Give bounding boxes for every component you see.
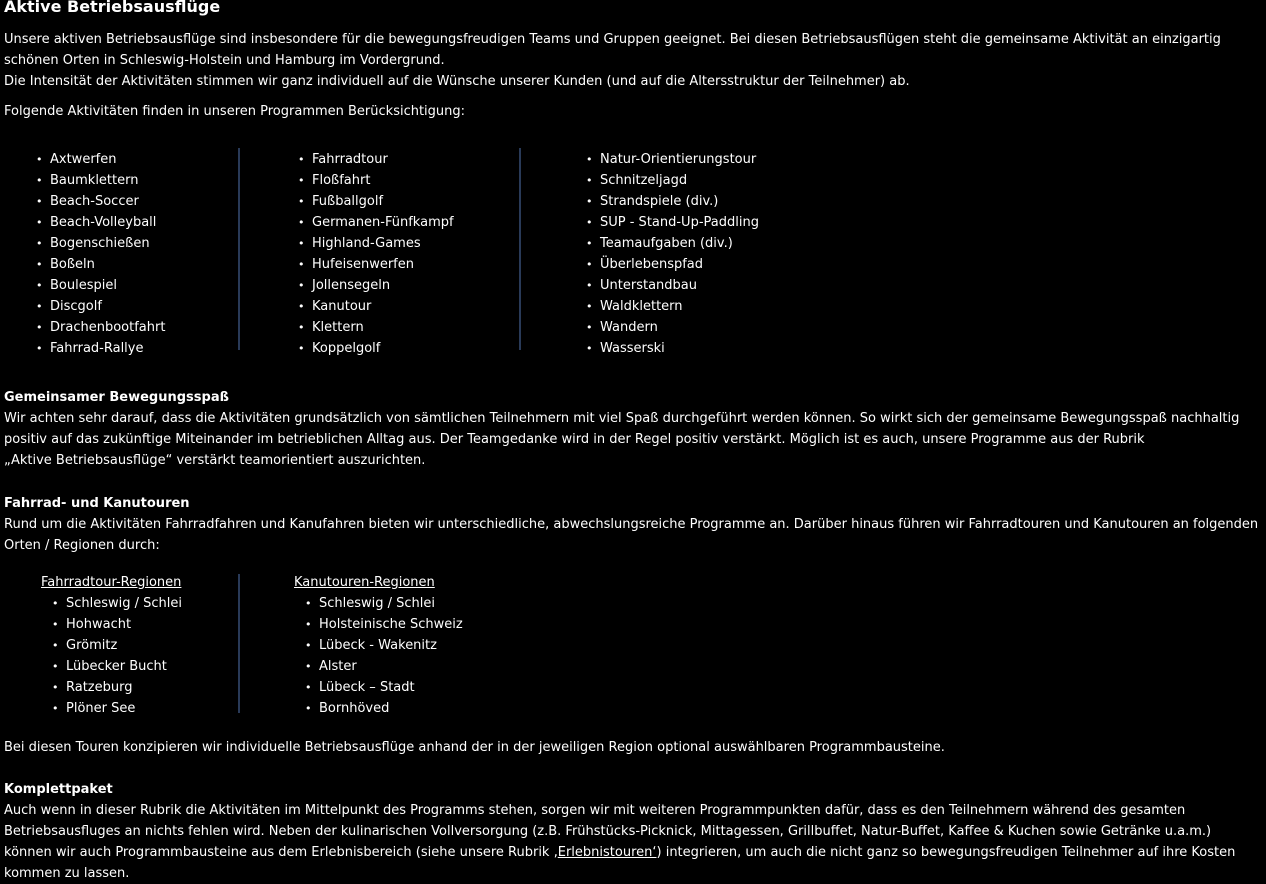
activity-item: Fußballgolf [298,191,519,212]
column-divider [238,148,240,350]
activity-item: Teamaufgaben (div.) [586,233,1266,254]
activities-column-1: Axtwerfen Baumklettern Beach-Soccer Beac… [4,149,238,359]
body-line: kommen zu lassen. [4,866,130,881]
region-item: Lübecker Bucht [52,656,238,677]
body-line: Auch wenn in dieser Rubrik die Aktivität… [4,803,1186,818]
section-komplettpaket: Komplettpaket Auch wenn in dieser Rubrik… [4,779,1266,884]
region-item: Schleswig / Schlei [52,593,238,614]
body-text: ) integrieren, um auch die nicht ganz so… [656,845,1236,860]
activity-item: Boßeln [36,254,238,275]
body-line: positiv auf das zukünftige Miteinander i… [4,432,1145,447]
region-item: Holsteinische Schweiz [305,614,1266,635]
section-heading: Fahrrad- und Kanutouren [4,496,190,511]
body-text: können wir auch Programmbausteine aus de… [4,845,558,860]
region-column-header: Fahrradtour-Regionen [41,575,182,590]
fahrradtour-regionen-column: Fahrradtour-Regionen Schleswig / Schlei … [4,572,238,719]
activity-item: Koppelgolf [298,338,519,359]
body-line-with-link: können wir auch Programmbausteine aus de… [4,842,1266,863]
region-item: Ratzeburg [52,677,238,698]
region-column-header: Kanutouren-Regionen [294,575,435,590]
activity-item: Floßfahrt [298,170,519,191]
erlebnistouren-link[interactable]: Erlebnistouren‘ [557,845,657,860]
activity-item: Jollensegeln [298,275,519,296]
section-heading: Gemeinsamer Bewegungsspaß [4,390,229,405]
region-item: Alster [305,656,1266,677]
body-line: Wir achten sehr darauf, dass die Aktivit… [4,411,1240,426]
activity-item: Fahrrad-Rallye [36,338,238,359]
kanutouren-regionen-column: Kanutouren-Regionen Schleswig / Schlei H… [240,572,1266,719]
activity-item: SUP - Stand-Up-Paddling [586,212,1266,233]
activity-item: Klettern [298,317,519,338]
activity-item: Kanutour [298,296,519,317]
activities-columns: Axtwerfen Baumklettern Beach-Soccer Beac… [4,148,1266,359]
column-divider [238,574,240,713]
activity-item: Drachenbootfahrt [36,317,238,338]
activity-item: Axtwerfen [36,149,238,170]
activity-item: Baumklettern [36,170,238,191]
column-divider [519,148,521,350]
body-line: Orten / Regionen durch: [4,538,160,553]
intro-line: schönen Orten in Schleswig-Holstein und … [4,53,445,68]
section-fahrrad-kanutouren: Fahrrad- und Kanutouren Rund um die Akti… [4,493,1266,556]
body-line: „Aktive Betriebsausflüge“ verstärkt team… [4,453,426,468]
activity-item: Germanen-Fünfkampf [298,212,519,233]
activity-item: Schnitzeljagd [586,170,1266,191]
activity-item: Unterstandbau [586,275,1266,296]
region-item: Lübeck - Wakenitz [305,635,1266,656]
region-item: Plöner See [52,698,238,719]
activity-item: Highland-Games [298,233,519,254]
activity-item: Natur-Orientierungstour [586,149,1266,170]
activity-item: Discgolf [36,296,238,317]
activities-lead: Folgende Aktivitäten finden in unseren P… [4,104,466,119]
activity-item: Fahrradtour [298,149,519,170]
activities-column-2: Fahrradtour Floßfahrt Fußballgolf German… [240,149,519,359]
activity-item: Boulespiel [36,275,238,296]
activity-item: Beach-Volleyball [36,212,238,233]
activity-item: Bogenschießen [36,233,238,254]
region-item: Hohwacht [52,614,238,635]
body-line: Rund um die Aktivitäten Fahrradfahren un… [4,517,1259,532]
region-item: Lübeck – Stadt [305,677,1266,698]
page-title: Aktive Betriebsausflüge [4,0,221,16]
section-bewegungsspass: Gemeinsamer Bewegungsspaß Wir achten seh… [4,387,1266,471]
activity-item: Strandspiele (div.) [586,191,1266,212]
activity-item: Wasserski [586,338,1266,359]
activity-item: Wandern [586,317,1266,338]
intro-line: Die Intensität der Aktivitäten stimmen w… [4,74,910,89]
region-item: Bornhöved [305,698,1266,719]
body-line: Betriebsausfluges an nichts fehlen wird.… [4,824,1212,839]
activity-item: Beach-Soccer [36,191,238,212]
activity-item: Hufeisenwerfen [298,254,519,275]
intro-line: Unsere aktiven Betriebsausflüge sind ins… [4,32,1221,47]
regions-columns: Fahrradtour-Regionen Schleswig / Schlei … [4,572,1266,719]
touren-note: Bei diesen Touren konzipieren wir indivi… [4,740,945,755]
region-item: Grömitz [52,635,238,656]
section-heading: Komplettpaket [4,782,113,797]
region-item: Schleswig / Schlei [305,593,1266,614]
activities-column-3: Natur-Orientierungstour Schnitzeljagd St… [521,149,1266,359]
activity-item: Waldklettern [586,296,1266,317]
activity-item: Überlebenspfad [586,254,1266,275]
intro-paragraph: Unsere aktiven Betriebsausflüge sind ins… [4,29,1266,92]
